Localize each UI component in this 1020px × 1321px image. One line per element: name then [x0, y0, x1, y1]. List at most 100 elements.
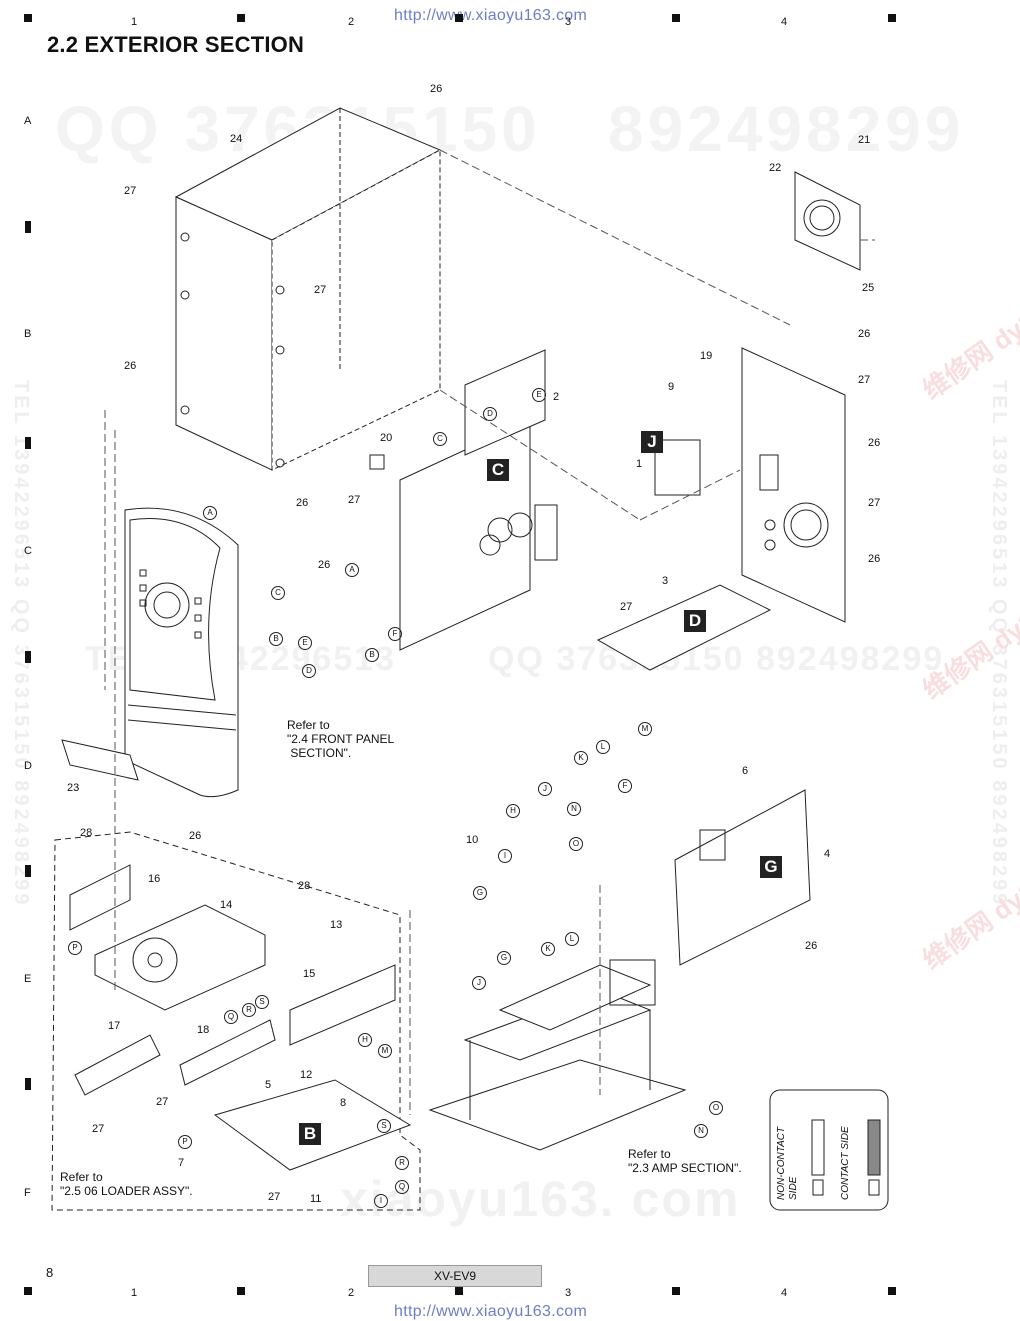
- connector-label-g: G: [497, 951, 511, 965]
- column-number-bottom-3: 3: [565, 1287, 572, 1299]
- registration-mark: [672, 14, 680, 22]
- part-callout-10: 10: [466, 834, 479, 846]
- part-callout-22: 22: [769, 162, 782, 174]
- part-callout-26: 26: [124, 360, 137, 372]
- part-callout-28: 28: [80, 827, 93, 839]
- part-callout-11: 11: [310, 1193, 322, 1205]
- front-panel: [124, 507, 239, 798]
- part-callout-16: 16: [148, 873, 161, 885]
- connector-label-s: S: [255, 995, 269, 1009]
- row-letter-b: B: [24, 328, 32, 340]
- part-callout-27: 27: [858, 374, 871, 386]
- part-callout-27: 27: [92, 1123, 105, 1135]
- connector-label-i: I: [374, 1194, 388, 1208]
- part-callout-26: 26: [430, 83, 443, 95]
- part-callout-27: 27: [124, 185, 137, 197]
- connector-label-r: R: [395, 1156, 409, 1170]
- part-callout-17: 17: [108, 1020, 121, 1032]
- connector-label-l: L: [596, 740, 610, 754]
- column-number-bottom-2: 2: [348, 1287, 355, 1299]
- column-number-bottom-4: 4: [781, 1287, 788, 1299]
- connector-label-o: O: [709, 1101, 723, 1115]
- board-label-c: C: [491, 460, 505, 479]
- footer-url[interactable]: http://www.xiaoyu163.com: [394, 1303, 588, 1320]
- registration-mark: [25, 865, 31, 877]
- registration-mark: [237, 1287, 245, 1295]
- page-number: 8: [46, 1265, 54, 1280]
- connector-label-m: M: [638, 722, 652, 736]
- connector-label-f: F: [388, 627, 402, 641]
- connector-label-j: J: [472, 976, 486, 990]
- part-callout-23: 23: [67, 782, 80, 794]
- connector-label-q: Q: [395, 1180, 409, 1194]
- cd-mechanism: [94, 904, 266, 1011]
- part-callout-5: 5: [265, 1079, 272, 1091]
- reference-loader-assy: Refer to "2.5 06 LOADER ASSY".: [60, 1170, 193, 1198]
- rear-panel: [741, 347, 846, 623]
- part-callout-24: 24: [230, 133, 243, 145]
- column-number-bottom-1: 1: [131, 1287, 138, 1299]
- part-callout-9: 9: [668, 381, 675, 393]
- connector-label-a: A: [345, 563, 359, 577]
- shield-plate: [289, 964, 396, 1046]
- connector-label-i: I: [498, 849, 512, 863]
- connector-label-d: D: [483, 407, 497, 421]
- connector-label-c: C: [433, 432, 447, 446]
- legend-contact-side: CONTACT SIDE: [840, 1126, 851, 1200]
- model-name: XV-EV9: [368, 1265, 542, 1287]
- connector-label-n: N: [694, 1124, 708, 1138]
- part-callout-6: 6: [742, 765, 749, 777]
- registration-mark: [24, 14, 32, 22]
- board-g: [674, 789, 811, 966]
- part-callout-27: 27: [314, 284, 327, 296]
- part-callout-4: 4: [824, 848, 831, 860]
- registration-mark: [25, 651, 31, 663]
- row-letter-e: E: [24, 973, 32, 985]
- part-callout-26: 26: [868, 553, 881, 565]
- column-number-top-3: 3: [565, 16, 572, 28]
- part-callout-1: 1: [636, 458, 643, 470]
- registration-mark: [888, 14, 896, 22]
- board-letter-boxes: [299, 431, 782, 1145]
- part-callout-2: 2: [553, 391, 560, 403]
- part-callout-18: 18: [197, 1024, 210, 1036]
- registration-mark: [888, 1287, 896, 1295]
- part-callout-27: 27: [868, 497, 881, 509]
- row-letter-c: C: [24, 545, 32, 557]
- part-callout-26: 26: [189, 830, 202, 842]
- registration-mark: [237, 14, 245, 22]
- part-callout-12: 12: [300, 1069, 313, 1081]
- registration-mark: [25, 437, 31, 449]
- part-callout-26: 26: [318, 559, 331, 571]
- connector-label-m: M: [378, 1044, 392, 1058]
- watermark-qq-mid: QQ 376315150 892498299: [488, 640, 945, 678]
- part-callout-15: 15: [303, 968, 316, 980]
- part-callout-26: 26: [868, 437, 881, 449]
- connector-label-e: E: [532, 388, 546, 402]
- row-letter-f: F: [24, 1187, 31, 1199]
- part-callout-26: 26: [805, 940, 818, 952]
- connector-label-c: C: [271, 586, 285, 600]
- connector-label-a: A: [203, 506, 217, 520]
- top-cabinet: [174, 107, 442, 471]
- connector-label-b: B: [365, 648, 379, 662]
- part-callout-14: 14: [220, 899, 233, 911]
- header-url[interactable]: http://www.xiaoyu163.com: [394, 7, 588, 24]
- connector-label-p: P: [178, 1135, 192, 1149]
- registration-mark: [672, 1287, 680, 1295]
- registration-mark: [455, 14, 463, 22]
- board-label-j: J: [647, 432, 657, 451]
- connector-label-j: J: [538, 782, 552, 796]
- part-callout-25: 25: [862, 282, 875, 294]
- board-label-b: B: [303, 1124, 317, 1143]
- guide-lines: [104, 149, 875, 1115]
- bracket-18: [179, 1019, 276, 1086]
- section-title: 2.2 EXTERIOR SECTION: [47, 32, 305, 57]
- connector-label-f: F: [618, 779, 632, 793]
- connector-label-h: H: [506, 804, 520, 818]
- part-callout-26: 26: [858, 328, 871, 340]
- connector-label-s: S: [377, 1119, 391, 1133]
- part-callout-27: 27: [348, 494, 361, 506]
- connector-label-r: R: [242, 1003, 256, 1017]
